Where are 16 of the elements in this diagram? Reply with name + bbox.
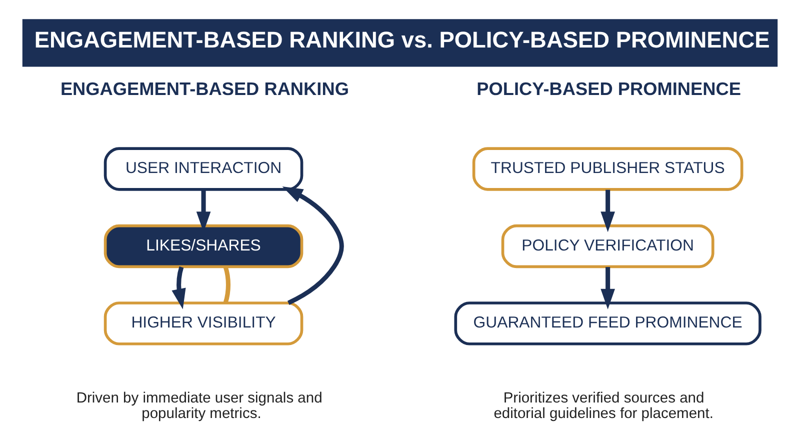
diagram-title: ENGAGEMENT-BASED RANKING vs. POLICY-BASED PROMINENCE [34, 26, 770, 52]
connector [223, 266, 230, 304]
label: POLICY-BASED PROMINENCE [476, 78, 741, 99]
node-box: TRUSTED PUBLISHER STATUS [472, 147, 744, 191]
arrow [600, 267, 615, 310]
node-box: USER INTERACTION [104, 147, 304, 191]
label: Prioritizes verified sources and editorial guidelines for placement. [494, 390, 714, 422]
arrow [172, 266, 186, 310]
arrow [600, 190, 615, 232]
node-box: LIKES/SHARES [104, 224, 304, 268]
node-box: POLICY VERIFICATION [501, 224, 714, 268]
label: Driven by immediate user signals and popularity metrics. [76, 390, 322, 422]
arrow [282, 186, 344, 305]
label: ENGAGEMENT-BASED RANKING [60, 78, 349, 99]
node-box: HIGHER VISIBILITY [104, 302, 304, 346]
node-box: GUARANTEED FEED PROMINENCE [454, 302, 762, 346]
